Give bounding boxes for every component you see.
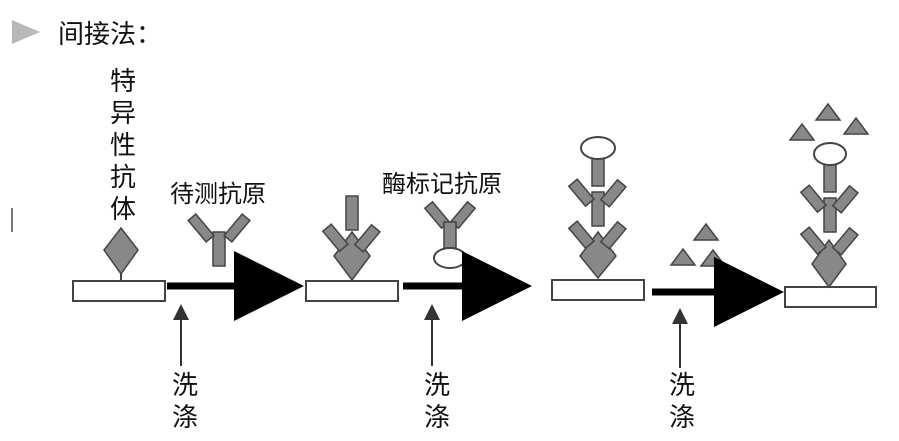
- stage-4: [784, 102, 877, 308]
- enzyme-ellipse: [433, 247, 467, 269]
- solid-phase-plate: [305, 280, 399, 302]
- product-triangles: [788, 102, 870, 141]
- solid-phase-plate: [784, 286, 877, 308]
- enzyme-labeled-antigen: [423, 200, 477, 269]
- char: 涤: [171, 403, 198, 433]
- solid-phase-plate: [72, 280, 166, 302]
- char: 抗: [109, 163, 136, 193]
- wash-label-3: 洗 涤: [667, 370, 697, 434]
- arrow-bullet-icon: [12, 20, 40, 44]
- char: 涤: [668, 403, 695, 433]
- stage-1: [72, 226, 166, 302]
- solid-phase-plate: [551, 279, 645, 301]
- char: 洗: [171, 371, 198, 401]
- char: 洗: [668, 371, 695, 401]
- wash-label-1: 洗 涤: [170, 370, 200, 434]
- enzyme-ellipse: [813, 142, 847, 166]
- enzyme-ellipse: [580, 136, 616, 160]
- char: 洗: [423, 371, 450, 401]
- char: 异: [109, 99, 136, 129]
- enzyme-labeled-antigen-label: 酶标记抗原: [382, 170, 502, 198]
- specific-antibody-diamond: [103, 226, 139, 276]
- substrate-triangles: [669, 222, 727, 267]
- char: 涤: [423, 403, 450, 433]
- test-antigen-y: [187, 213, 251, 267]
- wash-label-2: 洗 涤: [422, 370, 452, 434]
- specific-antibody-label: 特 异 性 抗 体: [108, 66, 138, 226]
- stage-3: [551, 136, 645, 301]
- char: 体: [109, 195, 136, 225]
- char: 性: [109, 131, 136, 161]
- test-antigen-label: 待测抗原: [170, 180, 266, 208]
- char: 特: [109, 67, 136, 97]
- stage-2: [305, 195, 399, 302]
- page-title: 间接法：: [58, 20, 163, 50]
